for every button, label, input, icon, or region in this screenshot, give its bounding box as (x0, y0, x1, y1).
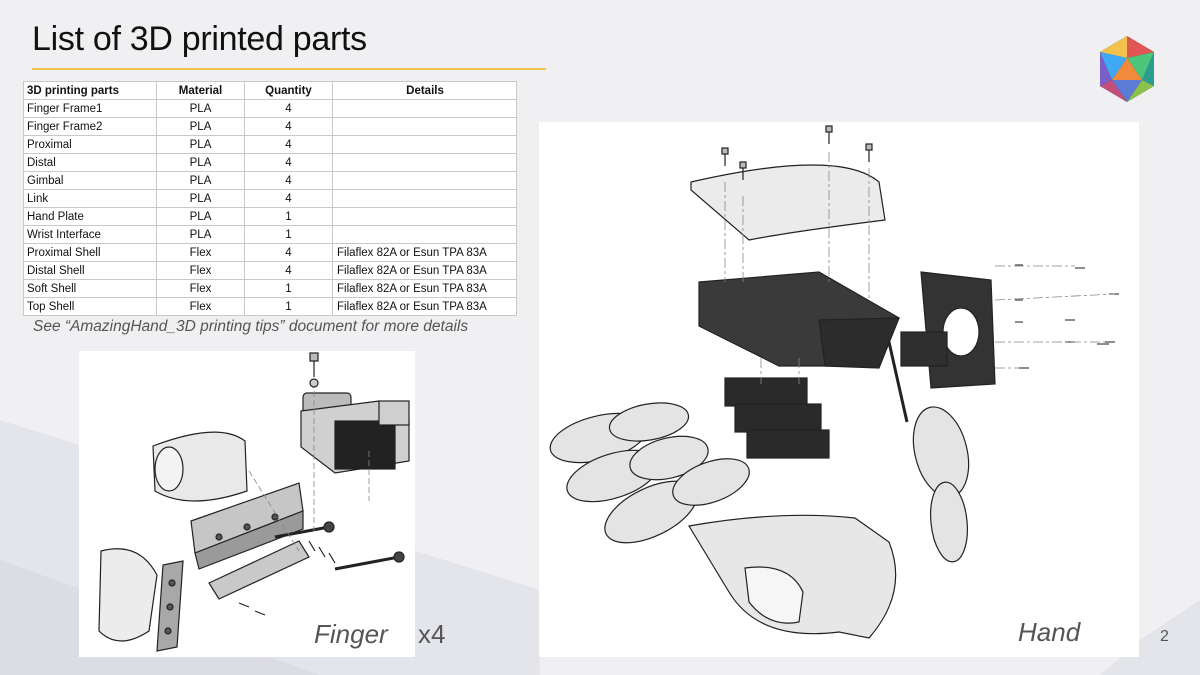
part-details: Filaflex 82A or Esun TPA 83A (332, 243, 517, 262)
part-quantity: 4 (244, 171, 333, 190)
hand-image-panel (539, 122, 1139, 657)
part-name: Wrist Interface (23, 225, 157, 244)
part-material: Flex (156, 243, 245, 262)
header-quantity: Quantity (244, 81, 333, 100)
part-details: Filaflex 82A or Esun TPA 83A (332, 279, 517, 298)
part-name: Gimbal (23, 171, 157, 190)
finger-caption: Finger (314, 619, 388, 649)
part-material: PLA (156, 189, 245, 208)
icosahedron-logo-icon (1100, 36, 1154, 102)
finger-image-panel (79, 351, 415, 657)
part-quantity: 4 (244, 117, 333, 136)
part-name: Distal Shell (23, 261, 157, 280)
part-material: PLA (156, 153, 245, 172)
part-material: Flex (156, 279, 245, 298)
part-details (332, 171, 517, 190)
part-name: Proximal Shell (23, 243, 157, 262)
part-details (332, 99, 517, 118)
part-quantity: 4 (244, 261, 333, 280)
hand-caption: Hand (1018, 617, 1081, 647)
part-quantity: 4 (244, 99, 333, 118)
title-underline (32, 68, 546, 70)
page-number: 2 (1160, 628, 1169, 645)
part-name: Soft Shell (23, 279, 157, 298)
part-details: Filaflex 82A or Esun TPA 83A (332, 297, 517, 316)
part-material: PLA (156, 117, 245, 136)
part-material: Flex (156, 297, 245, 316)
header-material: Material (156, 81, 245, 100)
part-name: Top Shell (23, 297, 157, 316)
part-quantity: 1 (244, 279, 333, 298)
part-quantity: 4 (244, 135, 333, 154)
part-material: PLA (156, 171, 245, 190)
page-title: List of 3D printed parts (32, 20, 367, 58)
part-details (332, 117, 517, 136)
part-quantity: 4 (244, 153, 333, 172)
part-details (332, 207, 517, 226)
finger-exploded-view-icon (98, 352, 410, 652)
part-material: PLA (156, 135, 245, 154)
hand-exploded-view-icon (549, 125, 1119, 639)
part-details (332, 153, 517, 172)
part-quantity: 1 (244, 225, 333, 244)
part-name: Finger Frame1 (23, 99, 157, 118)
part-quantity: 4 (244, 243, 333, 262)
header-parts: 3D printing parts (23, 81, 157, 100)
part-material: PLA (156, 99, 245, 118)
part-name: Hand Plate (23, 207, 157, 226)
part-details (332, 135, 517, 154)
part-details: Filaflex 82A or Esun TPA 83A (332, 261, 517, 280)
part-quantity: 1 (244, 297, 333, 316)
part-quantity: 4 (244, 189, 333, 208)
part-name: Proximal (23, 135, 157, 154)
part-details (332, 225, 517, 244)
part-name: Link (23, 189, 157, 208)
tips-note: See “AmazingHand_3D printing tips” docum… (33, 318, 469, 335)
parts-table: 3D printing parts Material Quantity Deta… (23, 81, 517, 316)
part-quantity: 1 (244, 207, 333, 226)
table-header-row: 3D printing parts Material Quantity Deta… (23, 81, 517, 100)
part-material: PLA (156, 207, 245, 226)
finger-multiplier: x4 (418, 619, 446, 649)
part-material: Flex (156, 261, 245, 280)
part-material: PLA (156, 225, 245, 244)
part-name: Finger Frame2 (23, 117, 157, 136)
part-name: Distal (23, 153, 157, 172)
header-details: Details (332, 81, 517, 100)
part-details (332, 189, 517, 208)
